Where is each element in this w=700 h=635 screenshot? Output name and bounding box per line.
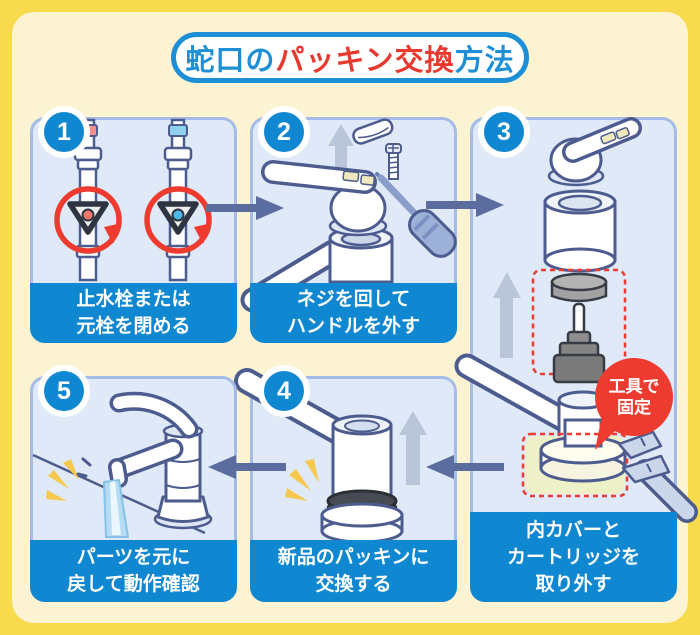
- splash-marks: [76, 457, 92, 478]
- caption-line: 元栓を閉める: [76, 316, 191, 337]
- step-panel-2: 2 ネジを回して ハンドルを外す: [240, 106, 457, 343]
- title-part: 方法: [454, 44, 515, 77]
- callout-line: 固定: [617, 398, 651, 417]
- step-caption: ネジを回して ハンドルを外す: [250, 283, 457, 343]
- rotate-clockwise-icon: [54, 186, 122, 254]
- step-number: 3: [484, 112, 524, 152]
- step-number-badge: 4: [258, 365, 310, 417]
- inner-cover: [543, 189, 617, 273]
- arrow-up-icon: [328, 124, 354, 178]
- title-part: 蛇口の: [185, 44, 276, 77]
- arrow-right-icon: [426, 193, 504, 217]
- water-stream: [103, 479, 129, 538]
- sparkle-icon: [46, 459, 79, 501]
- lever-handle: [109, 391, 199, 439]
- step-number: 5: [44, 371, 84, 411]
- new-packing-illustration: [234, 368, 427, 544]
- step-number: 1: [44, 112, 84, 152]
- title-part-highlight: パッキン交換: [275, 44, 455, 77]
- step-caption: 新品のパッキンに 交換する: [250, 540, 457, 602]
- cartridge-stem: [572, 302, 586, 336]
- caption-line: カートリッジを: [506, 546, 640, 568]
- step-panel-1: 1 止水栓または 元栓を閉める: [30, 106, 237, 343]
- wrench: [617, 430, 698, 523]
- caption-line: 止水栓または: [76, 289, 191, 310]
- caption-line: パーツを元に: [76, 547, 191, 568]
- step-number-badge: 1: [38, 106, 90, 158]
- caption-line: ネジを回して: [296, 289, 411, 310]
- arrow-up-icon: [493, 272, 521, 358]
- step-caption: パーツを元に 戻して動作確認: [30, 540, 237, 602]
- caption-line: 戻して動作確認: [67, 574, 200, 595]
- step-caption: 内カバーと カートリッジを 取り外す: [470, 512, 677, 602]
- packing-highlight-box: [521, 432, 629, 498]
- rotate-clockwise-icon: [144, 186, 212, 254]
- step-number-badge: 3: [478, 106, 530, 158]
- faucet-body: [156, 423, 210, 523]
- lever-handle: [547, 117, 642, 187]
- caption-line: 交換する: [315, 574, 392, 595]
- step-number-badge: 5: [38, 365, 90, 417]
- handle-cap: [352, 118, 394, 145]
- page-title: 蛇口のパッキン交換方法: [171, 32, 529, 83]
- spout-pipe: [454, 353, 584, 437]
- arrow-right-icon: [206, 196, 284, 220]
- rotation-arrowhead: [194, 223, 212, 244]
- cold-water-pipe: [144, 118, 212, 282]
- step-number: 4: [264, 371, 304, 411]
- faucet-base: [320, 502, 404, 544]
- sparkle-icon: [285, 459, 319, 501]
- step-number: 2: [264, 112, 304, 152]
- step-panel-3: 工具で 固定 3 内カバーと カートリッジを 取り外す: [454, 106, 698, 602]
- arrow-left-icon: [426, 455, 504, 479]
- caption-line: 新品のパッキンに: [277, 547, 430, 568]
- spout-pipe: [108, 438, 184, 488]
- tool-fix-callout: 工具で 固定: [595, 358, 673, 450]
- callout-line: 工具で: [608, 377, 660, 396]
- step-panel-4: 4 新品のパッキンに 交換する: [234, 365, 457, 602]
- faucet-body: [331, 414, 393, 503]
- finished-faucet-illustration: [32, 391, 213, 538]
- base-nut: [539, 418, 627, 483]
- cap-disc: [550, 272, 608, 303]
- rotation-arrowhead: [104, 223, 122, 244]
- cartridge-removal-illustration: [454, 117, 698, 523]
- screwdriver: [375, 172, 457, 258]
- step-panel-5: 5 パーツを元に 戻して動作確認: [30, 365, 237, 602]
- step-caption: 止水栓または 元栓を閉める: [30, 283, 237, 343]
- caption-line: 内カバーと: [525, 519, 621, 541]
- lever-handle: [261, 160, 388, 237]
- cartridge: [552, 330, 606, 384]
- caption-line: 取り外す: [535, 573, 612, 595]
- arrow-left-icon: [208, 455, 286, 479]
- step-number-badge: 2: [258, 106, 310, 158]
- arrow-up-icon: [399, 411, 427, 485]
- cold-tab: [168, 124, 188, 137]
- caption-line: ハンドルを外す: [286, 316, 420, 337]
- screw: [385, 143, 402, 180]
